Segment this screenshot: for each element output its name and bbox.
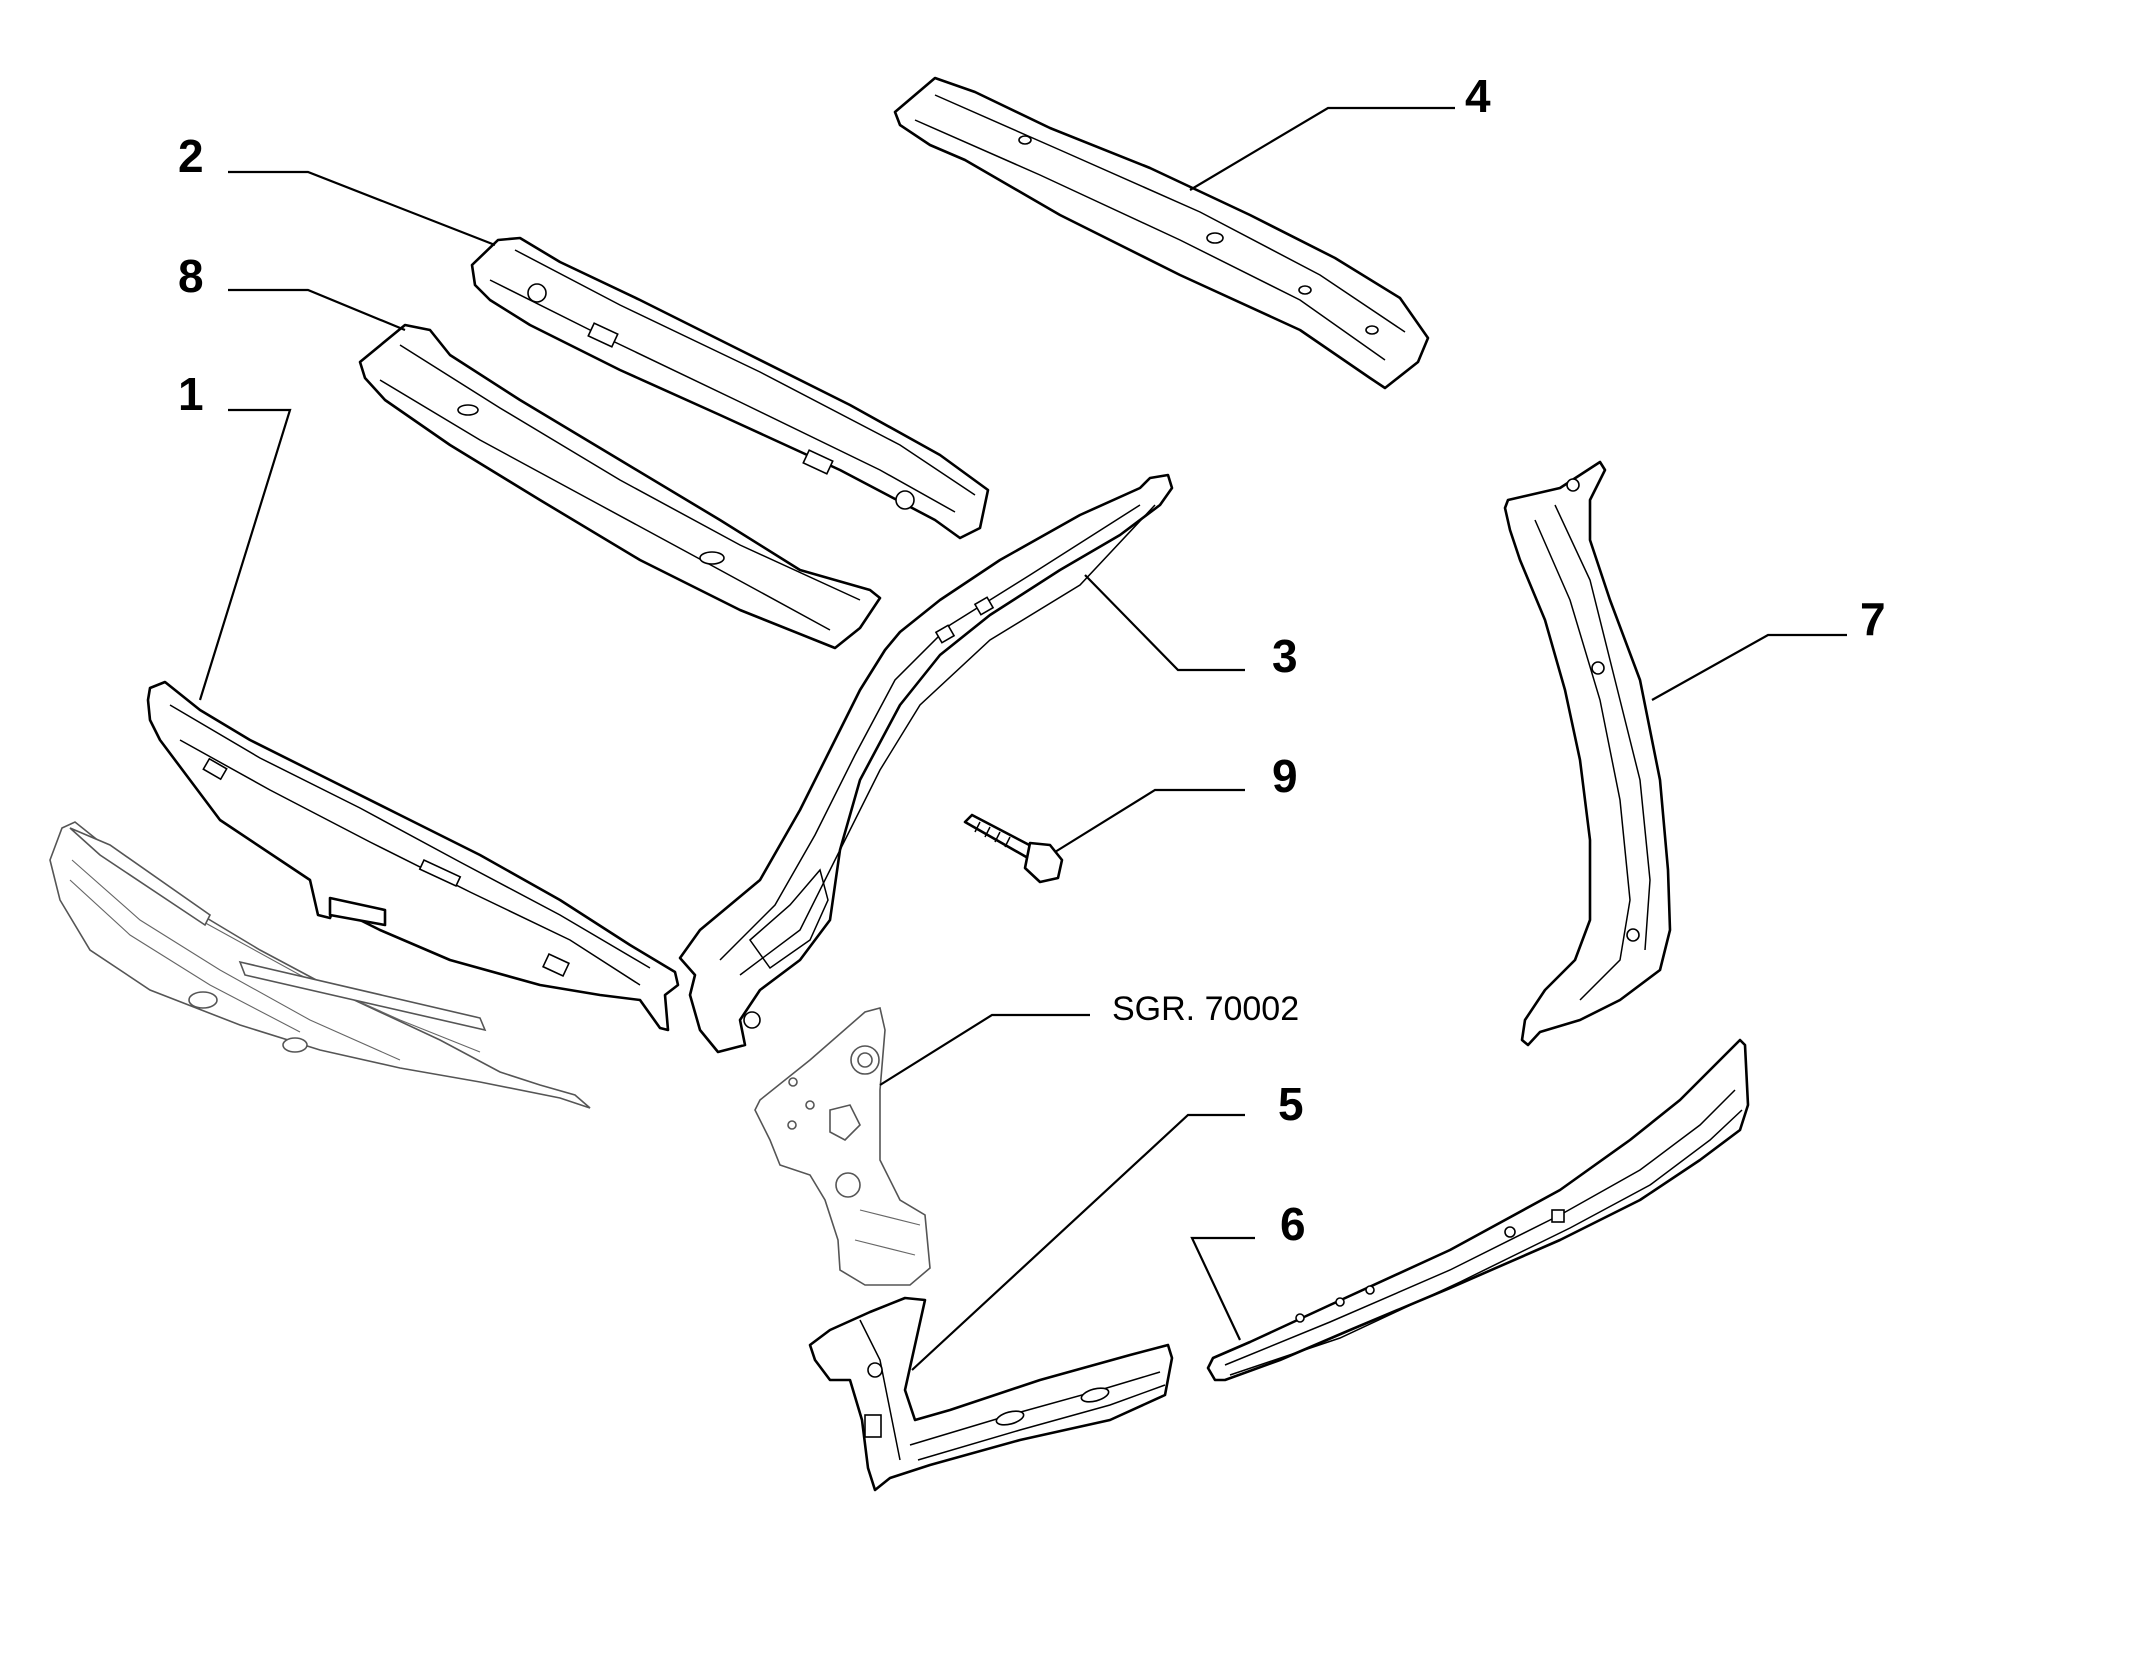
cowl-grille-ghost xyxy=(49,821,591,1109)
leader-4 xyxy=(1189,106,1455,191)
leader-1 xyxy=(198,408,292,701)
callout-7: 7 xyxy=(1860,593,1886,645)
callout-1: 1 xyxy=(178,368,204,420)
callout-2: 2 xyxy=(178,130,204,182)
part-1-cowl-crossmember xyxy=(146,680,680,1032)
leader-8 xyxy=(228,288,406,332)
callout-5: 5 xyxy=(1278,1078,1304,1130)
leader-9 xyxy=(1054,788,1245,853)
callout-labels: 1 2 3 4 5 6 7 8 9 SGR. 70002 xyxy=(178,70,1886,1250)
leader-3 xyxy=(1084,574,1245,672)
leader-2 xyxy=(228,170,496,247)
part-2-windshield-upper-member xyxy=(470,236,990,540)
reference-note-sgr: SGR. 70002 xyxy=(1112,990,1299,1028)
part-9-bolt xyxy=(963,813,1064,884)
leader-6 xyxy=(1190,1236,1255,1341)
leader-7 xyxy=(1651,633,1847,701)
part-8-windshield-inner-member xyxy=(358,323,882,650)
part-5-front-sill xyxy=(808,1296,1174,1492)
leader-5 xyxy=(911,1113,1245,1371)
leader-ref xyxy=(879,1013,1090,1086)
part-6-rear-sill xyxy=(1206,1038,1750,1382)
callout-6: 6 xyxy=(1280,1198,1306,1250)
inner-pillar-reinforcement xyxy=(754,1007,931,1286)
callout-4: 4 xyxy=(1465,70,1491,122)
leader-lines xyxy=(198,106,1847,1371)
part-3-a-pillar xyxy=(678,473,1174,1054)
callout-9: 9 xyxy=(1272,750,1298,802)
callout-8: 8 xyxy=(178,250,204,302)
callout-3: 3 xyxy=(1272,630,1298,682)
part-4-roof-crossmember xyxy=(893,76,1430,390)
part-7-b-pillar xyxy=(1503,460,1672,1047)
